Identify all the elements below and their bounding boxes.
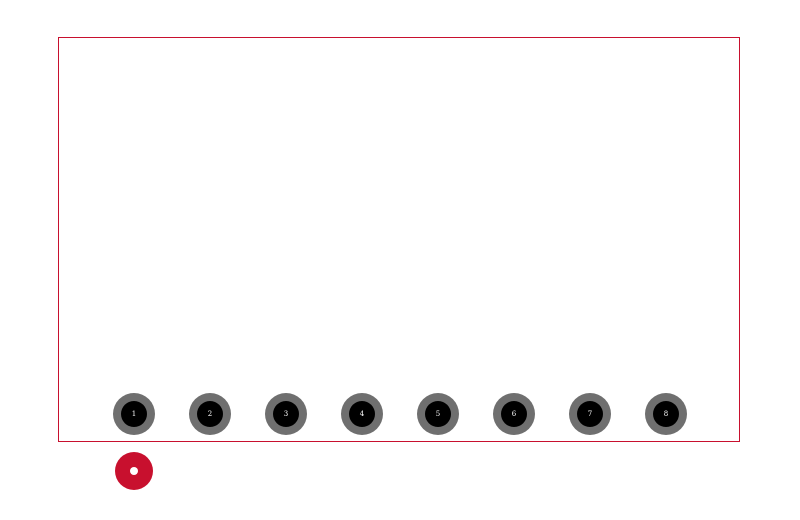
pin-7-drill: 7 xyxy=(577,401,603,427)
pin-6-pad[interactable]: 6 xyxy=(493,393,535,435)
pin-4-drill: 4 xyxy=(349,401,375,427)
pin-3-pad[interactable]: 3 xyxy=(265,393,307,435)
pin-7-pad[interactable]: 7 xyxy=(569,393,611,435)
origin-marker-hole xyxy=(130,467,138,475)
board-outline xyxy=(58,37,740,442)
pin-8-label: 8 xyxy=(663,409,669,418)
origin-marker[interactable] xyxy=(115,452,153,490)
pin-6-label: 6 xyxy=(511,409,517,418)
pin-5-label: 5 xyxy=(435,409,441,418)
pin-1-pad[interactable]: 1 xyxy=(113,393,155,435)
pin-2-drill: 2 xyxy=(197,401,223,427)
pin-5-pad[interactable]: 5 xyxy=(417,393,459,435)
pin-6-drill: 6 xyxy=(501,401,527,427)
pin-7-label: 7 xyxy=(587,409,593,418)
pin-8-drill: 8 xyxy=(653,401,679,427)
pin-5-drill: 5 xyxy=(425,401,451,427)
pin-3-label: 3 xyxy=(283,409,289,418)
pin-2-label: 2 xyxy=(207,409,213,418)
pin-8-pad[interactable]: 8 xyxy=(645,393,687,435)
pin-1-drill: 1 xyxy=(121,401,147,427)
pin-4-label: 4 xyxy=(359,409,365,418)
pin-3-drill: 3 xyxy=(273,401,299,427)
pin-1-label: 1 xyxy=(131,409,137,418)
pin-4-pad[interactable]: 4 xyxy=(341,393,383,435)
pin-2-pad[interactable]: 2 xyxy=(189,393,231,435)
